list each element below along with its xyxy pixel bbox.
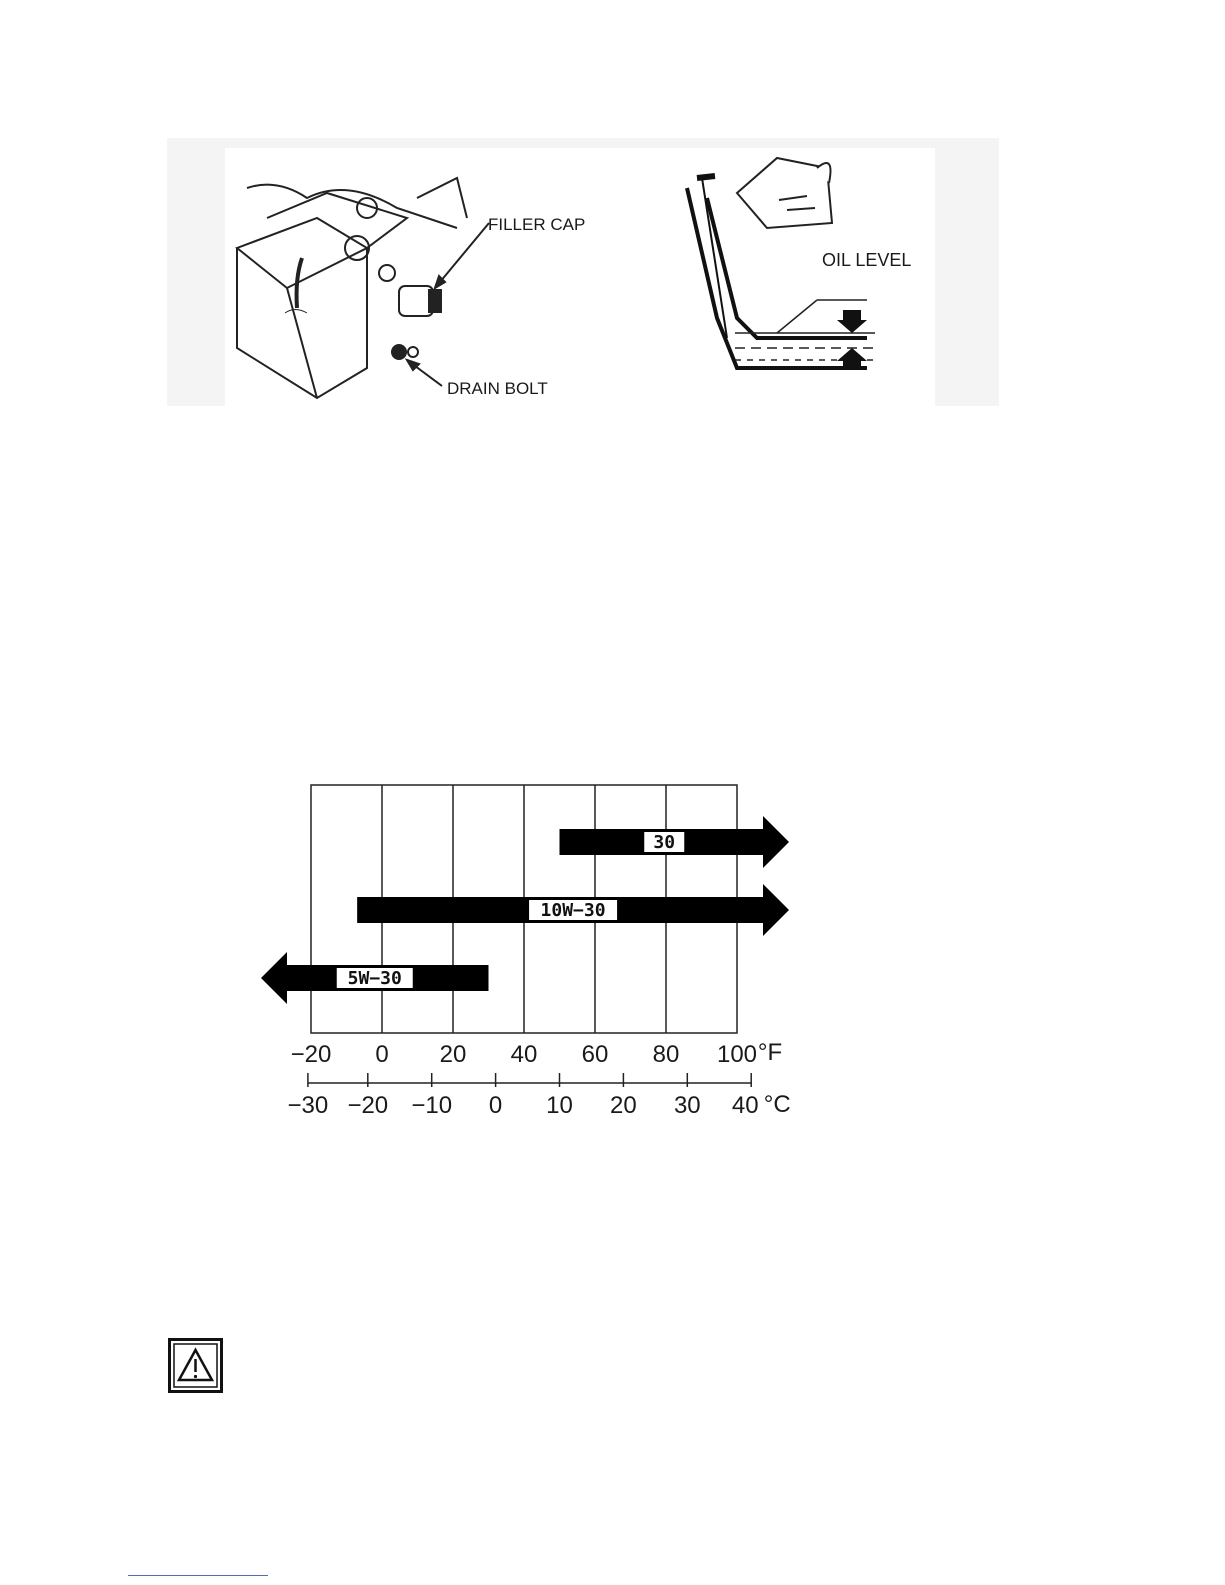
illustration-svg: FILLER CAP DRAIN BOLT OIL LEVEL bbox=[167, 138, 999, 406]
tick-label-f: 40 bbox=[511, 1041, 538, 1068]
tick-label-f: 60 bbox=[582, 1041, 609, 1068]
tick-label-f: 0 bbox=[375, 1041, 388, 1068]
tick-label-c: 30 bbox=[674, 1092, 701, 1119]
tick-label-f: 20 bbox=[440, 1041, 467, 1068]
viscosity-chart-svg: 30 10W−30 5W−30 −20 0 20 40 60 80 100°F −30 −20 −10 0… bbox=[250, 770, 825, 1130]
oil-level-label: OIL LEVEL bbox=[822, 250, 911, 270]
oil-change-illustration: FILLER CAP DRAIN BOLT OIL LEVEL bbox=[167, 138, 999, 406]
filler-cap-label: FILLER CAP bbox=[488, 215, 585, 234]
warning-triangle-icon bbox=[168, 1338, 223, 1393]
tick-label-f: 80 bbox=[653, 1041, 680, 1068]
unit-label-c: °C bbox=[764, 1091, 791, 1118]
tick-label-c: −10 bbox=[411, 1092, 452, 1119]
unit-label-f: °F bbox=[758, 1039, 782, 1066]
tick-label-f: −20 bbox=[291, 1041, 332, 1068]
grade-label: 5W−30 bbox=[348, 968, 402, 989]
tick-label-c: 40 bbox=[732, 1092, 759, 1119]
tick-label-c: 20 bbox=[610, 1092, 637, 1119]
tick-label-f: 100 bbox=[717, 1041, 757, 1068]
drain-bolt-label: DRAIN BOLT bbox=[447, 379, 548, 398]
tick-label-c: 10 bbox=[546, 1092, 573, 1119]
tick-label-c: −30 bbox=[288, 1092, 329, 1119]
tick-label-c: −20 bbox=[347, 1092, 388, 1119]
grade-label: 10W−30 bbox=[541, 900, 606, 921]
grade-label: 30 bbox=[653, 832, 675, 853]
viscosity-chart: 30 10W−30 5W−30 −20 0 20 40 60 80 100°F −30 −20 −10 0… bbox=[250, 770, 825, 1130]
warning-box bbox=[168, 1338, 223, 1393]
tick-label-c: 0 bbox=[489, 1092, 502, 1119]
footnote-rule bbox=[128, 1575, 268, 1576]
